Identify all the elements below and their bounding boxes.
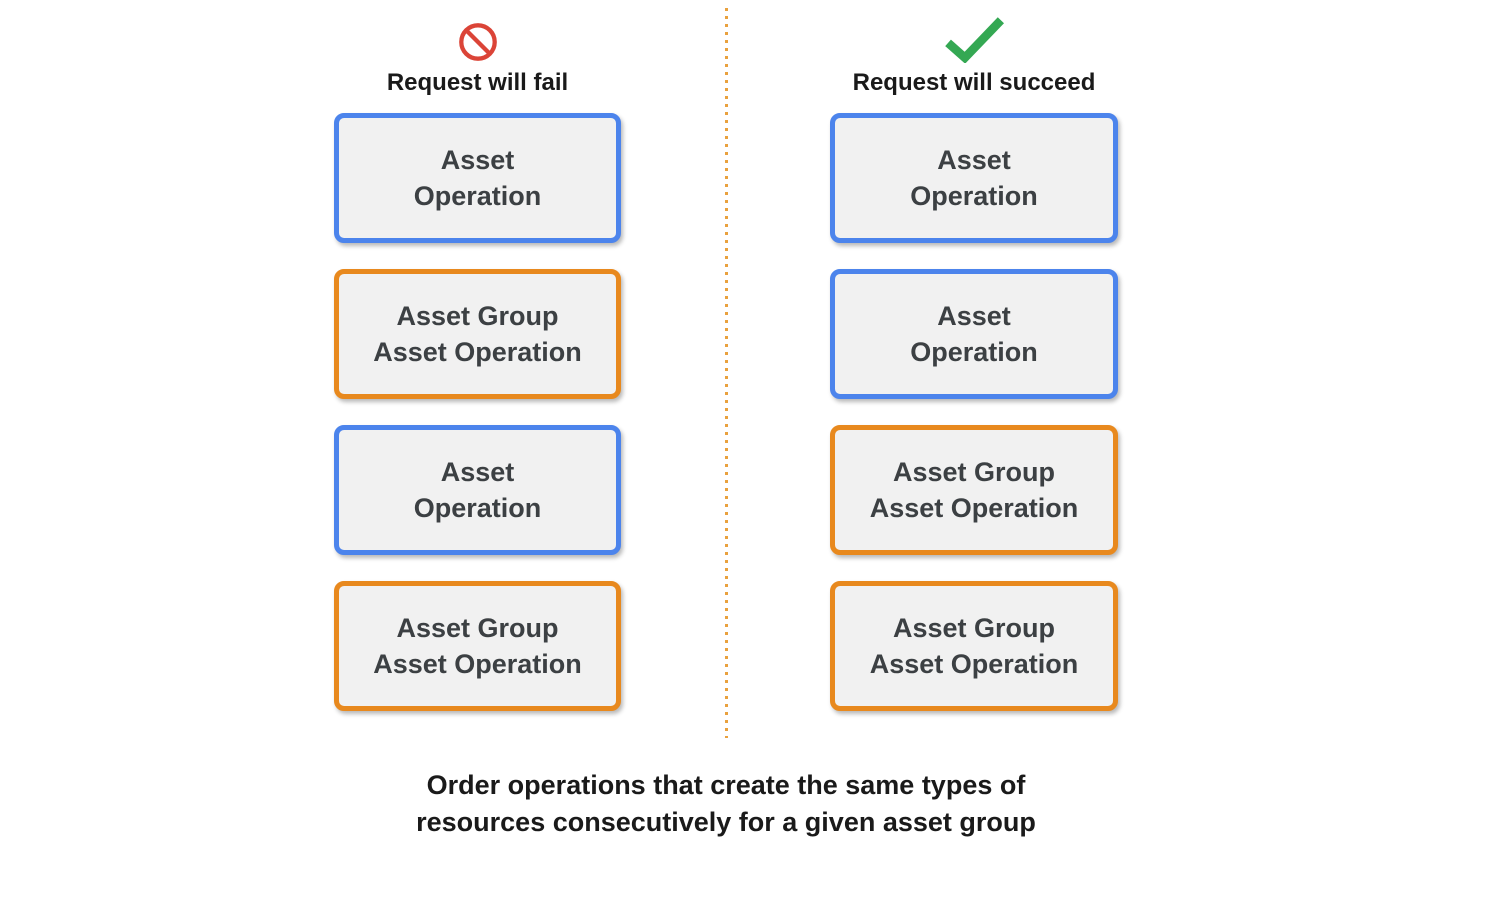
success-column: Request will succeed Asset Operation Ass… [830,0,1118,737]
asset-operation-box: Asset Operation [830,269,1118,399]
asset-group-asset-operation-box: Asset Group Asset Operation [334,269,621,399]
asset-operation-box: Asset Operation [334,113,621,243]
success-title: Request will succeed [852,69,1096,96]
caption: Order operations that create the same ty… [416,770,1036,837]
asset-operation-box: Asset Operation [334,425,621,555]
prohibited-icon [458,23,497,61]
fail-title: Request will fail [386,69,569,96]
checkmark-icon [945,17,1004,63]
asset-operation-box: Asset Operation [830,113,1118,243]
asset-group-asset-operation-box: Asset Group Asset Operation [334,581,621,711]
asset-group-asset-operation-box: Asset Group Asset Operation [830,425,1118,555]
asset-group-asset-operation-box: Asset Group Asset Operation [830,581,1118,711]
fail-column: Request will fail Asset Operation Asset … [334,0,621,737]
fail-header: Request will fail [387,0,568,113]
divider-dotted-line [725,8,728,738]
success-header: Request will succeed [852,0,1096,113]
